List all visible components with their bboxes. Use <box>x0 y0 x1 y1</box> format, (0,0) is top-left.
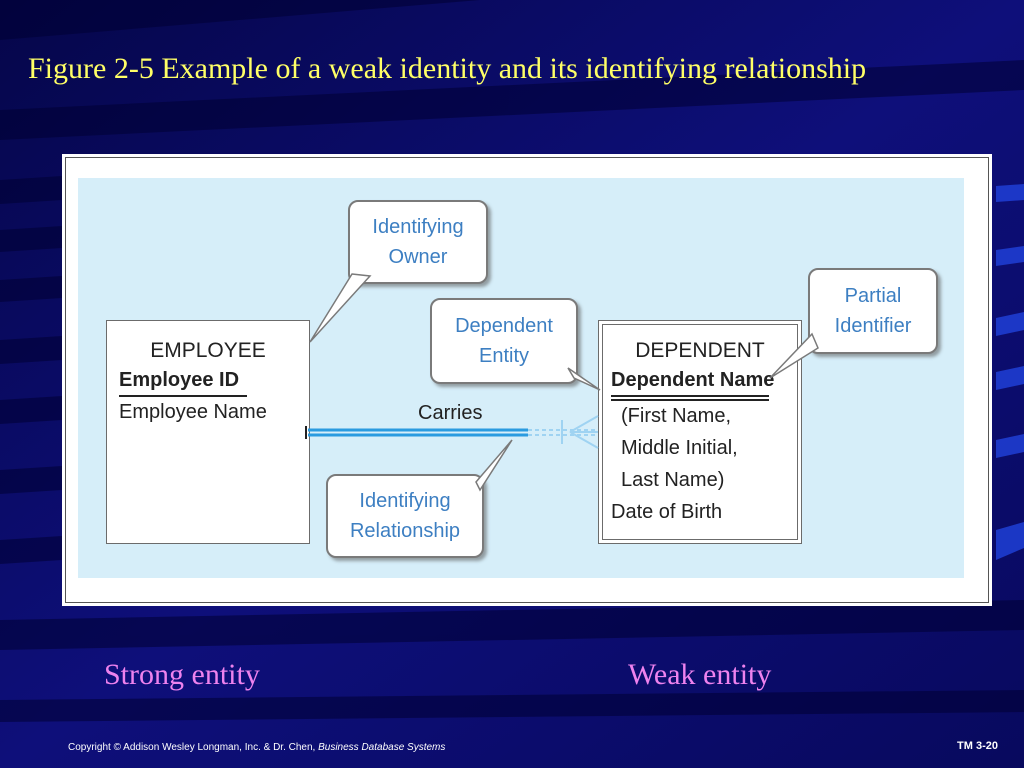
dependent-entity-callout: Dependent Entity <box>430 298 578 384</box>
callout-line: Partial <box>844 285 902 307</box>
identifying-owner-callout: Identifying Owner <box>348 200 488 284</box>
callout-line: Identifier <box>834 315 912 337</box>
last-name-attribute: Last Name) <box>621 469 725 491</box>
slide-number: TM 3-20 <box>957 740 998 752</box>
partial-identifier-callout: Partial Identifier <box>808 268 938 354</box>
employee-entity-name: EMPLOYEE <box>150 339 266 362</box>
dependent-name-attribute: Dependent Name <box>611 369 775 391</box>
callout-line: Identifying <box>359 490 451 512</box>
identifying-relationship-callout: Identifying Relationship <box>326 474 484 558</box>
date-of-birth-attribute: Date of Birth <box>611 501 723 523</box>
slide-title: Figure 2-5 Example of a weak identity an… <box>28 52 867 85</box>
callout-line: Identifying <box>372 216 464 238</box>
employee-name-attribute: Employee Name <box>119 401 267 423</box>
strong-entity-caption: Strong entity <box>104 658 260 691</box>
callout-line: Entity <box>478 345 530 367</box>
figure-panel: EMPLOYEE Employee ID Employee Name DEPEN… <box>62 154 992 606</box>
copyright-text: Copyright © Addison Wesley Longman, Inc.… <box>68 742 319 753</box>
relationship-label: Carries <box>418 402 483 424</box>
middle-initial-attribute: Middle Initial, <box>621 437 738 459</box>
callout-line: Owner <box>388 246 448 268</box>
weak-entity-caption: Weak entity <box>628 658 772 691</box>
copyright-notice: Copyright © Addison Wesley Longman, Inc.… <box>68 742 445 753</box>
first-name-attribute: (First Name, <box>621 405 731 427</box>
employee-id-attribute: Employee ID <box>119 369 240 391</box>
dependent-entity: DEPENDENT Dependent Name (First Name, Mi… <box>598 320 802 544</box>
employee-entity: EMPLOYEE Employee ID Employee Name <box>106 320 310 544</box>
book-title: Business Database Systems <box>318 742 446 753</box>
callout-line: Relationship <box>349 520 461 542</box>
partial-key-underline-bottom <box>611 399 769 401</box>
partial-key-underline-top <box>611 395 769 397</box>
dependent-entity-name: DEPENDENT <box>635 339 765 362</box>
employee-id-underline <box>119 395 247 397</box>
callout-line: Dependent <box>455 315 553 337</box>
